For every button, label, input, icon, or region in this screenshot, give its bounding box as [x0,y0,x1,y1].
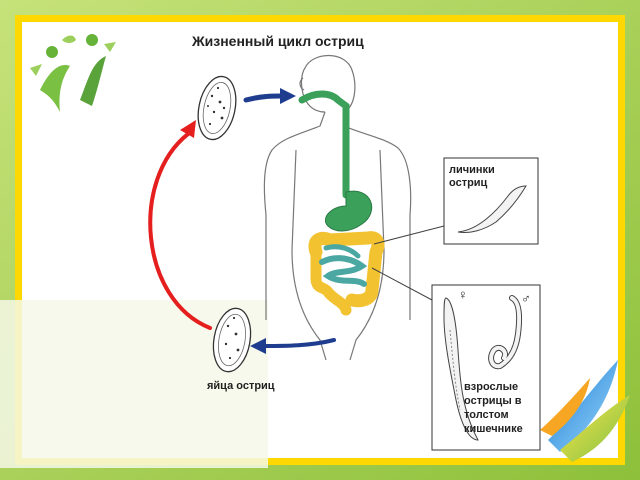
eggs-label: яйца остриц [207,380,275,392]
pointer-larvae [373,225,445,245]
arrow-egg-to-mouth [243,88,296,104]
diagram-title: Жизненный цикл остриц [192,33,364,49]
larvae-box [443,157,539,245]
pointer-adults [371,267,433,301]
egg-bottom [212,307,252,373]
female-symbol: ♀ [458,287,468,302]
digestive-tract [298,90,385,316]
arrow-egg-cycle [148,120,212,330]
logo-figures-icon [30,34,116,112]
arrow-body-to-egg [250,338,336,354]
adults-label: взрослые острицы в толстом кишечнике [464,381,523,435]
egg-top [197,75,237,141]
larva-worm [457,185,527,233]
larvae-label: личинки остриц [449,164,495,189]
human-body-outline [263,55,412,361]
decorative-ribbon-icon [540,360,630,462]
male-symbol: ♂ [521,291,531,306]
female-worm [443,297,479,441]
